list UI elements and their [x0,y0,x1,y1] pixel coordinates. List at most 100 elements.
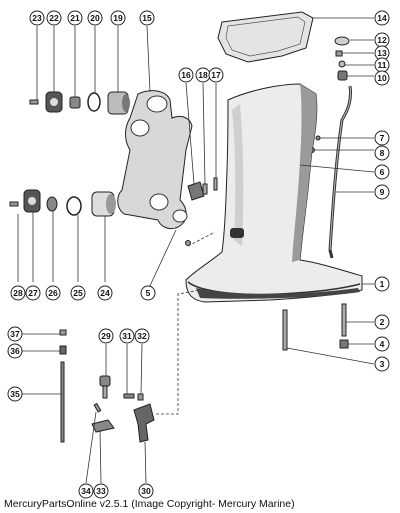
stud-2 [341,303,347,337]
grommet-10 [337,70,348,81]
svg-text:2: 2 [380,317,385,327]
svg-text:33: 33 [96,486,106,496]
callout-35[interactable]: 35 [7,386,23,402]
pin-34 [93,402,102,413]
svg-text:27: 27 [28,288,38,298]
callout-8[interactable]: 8 [374,145,390,161]
water-tube-highlight [329,85,351,251]
svg-text:3: 3 [380,359,385,369]
svg-text:8: 8 [380,148,385,158]
part-37 [59,329,67,336]
washer-11 [338,60,346,68]
dashed-link-5 [187,231,216,247]
clip-13 [335,50,343,57]
copyright-caption: MercuryPartsOnline v2.5.1 (Image Copyrig… [4,498,295,510]
callout-7[interactable]: 7 [374,130,390,146]
callout-16[interactable]: 16 [178,67,194,83]
bushing-19-end [122,94,130,112]
svg-text:36: 36 [10,346,20,356]
bracket-plate-16 [187,181,205,201]
callout-22[interactable]: 22 [46,10,62,26]
svg-text:7: 7 [380,133,385,143]
callout-1[interactable]: 1 [374,276,390,292]
callout-34[interactable]: 34 [78,483,94,499]
nut-4 [339,339,349,349]
callout-3[interactable]: 3 [374,356,390,372]
svg-text:5: 5 [146,288,151,298]
svg-text:30: 30 [141,486,151,496]
svg-text:20: 20 [90,13,100,23]
ring-20 [87,92,101,112]
callout-23[interactable]: 23 [29,10,45,26]
callout-30[interactable]: 30 [138,483,154,499]
callout-26[interactable]: 26 [45,285,61,301]
svg-text:19: 19 [113,13,123,23]
part-5 [185,240,191,246]
callout-20[interactable]: 20 [87,10,103,26]
svg-text:31: 31 [122,331,132,341]
callout-6[interactable]: 6 [374,164,390,180]
housing-shadow [292,84,317,262]
svg-text:15: 15 [142,13,152,23]
callout-18[interactable]: 18 [195,67,211,83]
svg-text:12: 12 [377,35,387,45]
svg-text:28: 28 [13,288,23,298]
housing-port [230,228,244,238]
dashed-link-30 [156,289,201,415]
leader-lines [17,17,375,484]
callout-24[interactable]: 24 [97,285,113,301]
svg-text:14: 14 [377,13,387,23]
callout-labels: 23 22 21 20 19 15 14 12 1 3 11 10 16 18 1… [7,10,390,499]
callout-33[interactable]: 33 [93,483,109,499]
screw-28 [9,201,19,207]
svg-text:35: 35 [10,389,20,399]
callout-29[interactable]: 29 [98,328,114,344]
svg-text:25: 25 [73,288,83,298]
parts-artwork [9,11,363,443]
svg-text:26: 26 [48,288,58,298]
svg-text:11: 11 [378,60,387,70]
callout-19[interactable]: 19 [110,10,126,26]
callout-15[interactable]: 15 [139,10,155,26]
svg-text:29: 29 [101,331,111,341]
lever-30 [133,403,155,443]
callout-32[interactable]: 32 [134,328,150,344]
bracket-bore-end [172,209,188,223]
svg-text:1: 1 [380,279,385,289]
callout-36[interactable]: 36 [7,343,23,359]
callout-25[interactable]: 25 [70,285,86,301]
gasket-plate [217,11,314,63]
callout-5[interactable]: 5 [140,285,156,301]
svg-text:22: 22 [49,13,59,23]
screw-23 [29,99,39,105]
link-33 [91,419,115,433]
bearing-27-bore [28,197,36,205]
grommet-12 [334,36,350,46]
callout-11[interactable]: 11 [374,57,390,73]
svg-text:37: 37 [10,329,20,339]
callout-28[interactable]: 28 [10,285,26,301]
callout-31[interactable]: 31 [119,328,135,344]
svg-text:32: 32 [137,331,147,341]
callout-4[interactable]: 4 [374,336,390,352]
svg-text:10: 10 [377,73,387,83]
bracket-bore-low [149,193,169,211]
svg-text:9: 9 [380,187,385,197]
callout-12[interactable]: 12 [374,32,390,48]
part-36 [59,345,67,355]
screw-29-shank [102,385,108,399]
svg-text:6: 6 [380,167,385,177]
svg-text:16: 16 [181,70,191,80]
callout-2[interactable]: 2 [374,314,390,330]
callout-27[interactable]: 27 [25,285,41,301]
callout-21[interactable]: 21 [67,10,83,26]
callout-37[interactable]: 37 [7,326,23,342]
housing-base-shadow [196,288,360,299]
svg-text:18: 18 [198,70,208,80]
callout-10[interactable]: 10 [374,70,390,86]
housing-shading [232,104,244,246]
callout-9[interactable]: 9 [374,184,390,200]
callout-14[interactable]: 14 [374,10,390,26]
callout-17[interactable]: 17 [208,67,224,83]
